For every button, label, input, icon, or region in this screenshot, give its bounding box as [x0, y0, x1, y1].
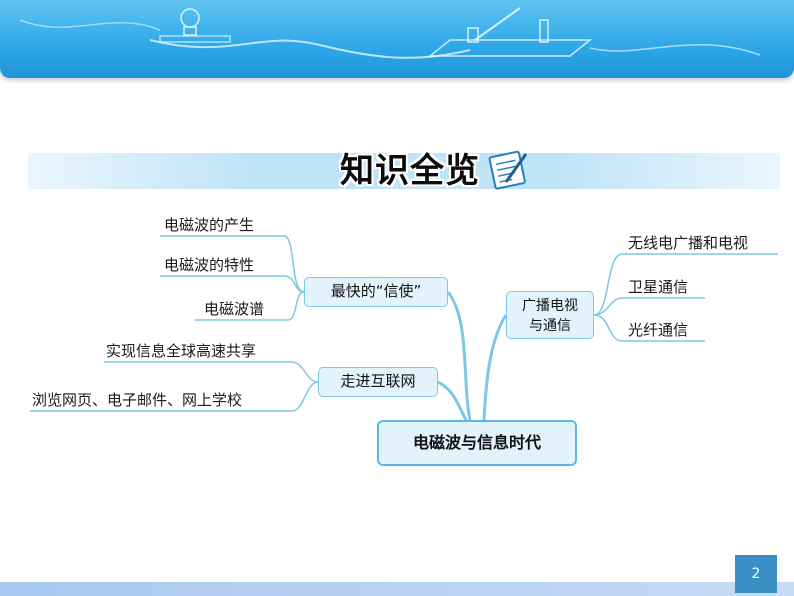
branch-fastest-messenger: 最快的“信使”	[304, 277, 448, 307]
section-header-bar	[28, 153, 780, 189]
bottom-bar	[0, 582, 794, 596]
circuit-illustration	[19, 7, 761, 59]
notepad-pencil-icon	[488, 150, 528, 190]
top-banner	[0, 0, 794, 78]
section-title: 知识全览	[340, 151, 480, 191]
leaf-browse-email-school: 浏览网页、电子邮件、网上学校	[32, 391, 243, 409]
leaf-satellite: 卫星通信	[628, 278, 689, 296]
leaf-radio-tv: 无线电广播和电视	[628, 234, 749, 252]
branch-label: 走进互联网	[340, 372, 416, 390]
leaf-em-spectrum: 电磁波谱	[204, 300, 265, 318]
center-label: 电磁波与信息时代	[412, 433, 541, 452]
branch-internet: 走进互联网	[318, 367, 438, 397]
branch-label-line1: 广播电视	[522, 298, 578, 314]
center-topic: 电磁波与信息时代	[377, 420, 577, 466]
branch-broadcast-communication: 广播电视 与通信	[506, 291, 594, 339]
leaf-em-wave-properties: 电磁波的特性	[164, 256, 255, 274]
page-number: 2	[735, 555, 777, 593]
branch-label: 最快的“信使”	[330, 282, 422, 300]
leaf-em-wave-generation: 电磁波的产生	[164, 216, 255, 234]
leaf-global-sharing: 实现信息全球高速共享	[106, 342, 257, 360]
leaf-fiber: 光纤通信	[628, 321, 689, 339]
branch-label-line2: 与通信	[529, 318, 571, 334]
